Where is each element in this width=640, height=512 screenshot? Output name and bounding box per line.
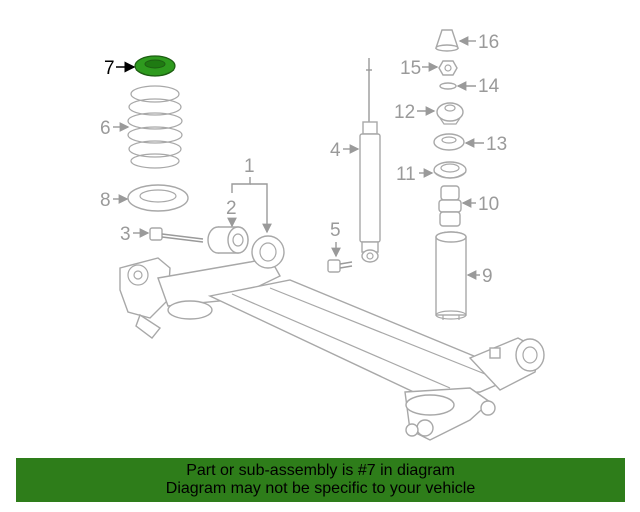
callout-8: 8 — [100, 190, 129, 211]
callout-10: 10 — [461, 194, 499, 215]
callout-1: 1 — [231, 156, 272, 234]
part-10-bump-stop[interactable] — [438, 185, 462, 227]
callout-15: 15 — [400, 58, 439, 79]
svg-text:15: 15 — [400, 58, 421, 79]
part-7-spring-insulator[interactable] — [134, 55, 176, 77]
svg-text:7: 7 — [104, 58, 115, 79]
callout-2: 2 — [226, 198, 237, 228]
svg-text:4: 4 — [330, 140, 341, 161]
callout-3: 3 — [120, 224, 150, 245]
svg-text:12: 12 — [394, 102, 415, 123]
callout-13: 13 — [464, 134, 507, 155]
part-13-mount-plate[interactable] — [433, 133, 465, 151]
part-12-upper-mount[interactable] — [436, 102, 464, 125]
svg-text:10: 10 — [478, 194, 499, 215]
part-5-bolt[interactable] — [327, 259, 353, 273]
part-2-bushing[interactable] — [207, 226, 249, 254]
callout-16: 16 — [458, 32, 499, 53]
banner-line-2: Diagram may not be specific to your vehi… — [165, 480, 476, 497]
svg-text:5: 5 — [330, 220, 341, 241]
callout-5: 5 — [330, 220, 341, 258]
callout-9: 9 — [466, 266, 493, 287]
svg-text:1: 1 — [244, 156, 255, 177]
info-banner: Part or sub-assembly is #7 in diagram Di… — [16, 458, 625, 502]
part-6-coil-spring[interactable] — [127, 85, 183, 169]
svg-text:6: 6 — [100, 118, 111, 139]
banner-line-1: Part or sub-assembly is #7 in diagram — [186, 462, 455, 479]
callout-4: 4 — [330, 140, 360, 161]
part-3-bolt[interactable] — [149, 227, 204, 243]
rear-axle-assembly[interactable] — [119, 235, 545, 441]
callout-11: 11 — [396, 164, 434, 185]
callout-12: 12 — [394, 102, 436, 123]
callout-14: 14 — [456, 76, 500, 97]
part-16-cap[interactable] — [435, 29, 459, 52]
svg-text:13: 13 — [486, 134, 507, 155]
part-4-shock-absorber[interactable] — [359, 58, 381, 263]
callout-6: 6 — [100, 118, 130, 139]
part-15-nut[interactable] — [438, 60, 458, 76]
part-14-washer[interactable] — [439, 82, 457, 90]
callout-7: 7 — [104, 58, 136, 79]
svg-text:8: 8 — [100, 190, 111, 211]
svg-text:11: 11 — [396, 164, 416, 185]
svg-text:3: 3 — [120, 224, 131, 245]
parts-diagram: 7 6 8 3 2 — [100, 29, 545, 441]
svg-text:2: 2 — [226, 198, 237, 219]
part-11-seat[interactable] — [433, 161, 467, 179]
svg-text:9: 9 — [482, 266, 493, 287]
svg-text:16: 16 — [478, 32, 499, 53]
part-8-spring-seat[interactable] — [127, 184, 189, 212]
svg-text:14: 14 — [478, 76, 500, 97]
part-9-dust-boot[interactable] — [435, 231, 467, 320]
